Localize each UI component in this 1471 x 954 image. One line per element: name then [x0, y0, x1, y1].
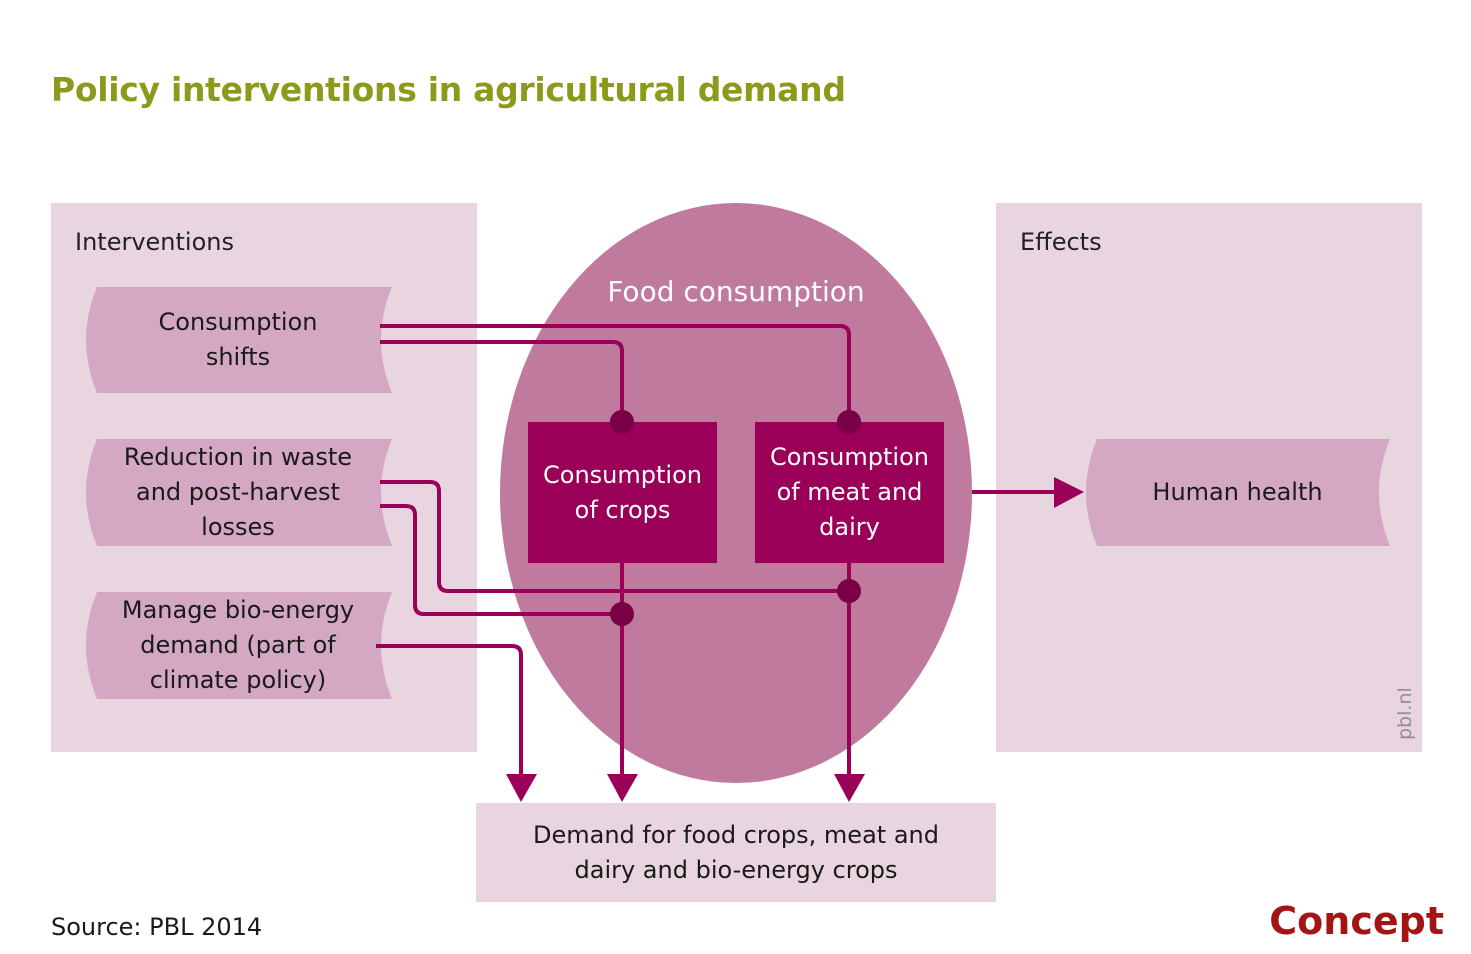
food-consumption-ellipse [500, 203, 972, 783]
line-waste-lower [380, 504, 622, 616]
concept-label: Concept [1269, 899, 1444, 943]
source-note: Source: PBL 2014 [51, 913, 263, 941]
arrowhead-meat [834, 774, 865, 802]
arrowhead-bioenergy [506, 774, 537, 802]
effects-label: Effects [1020, 228, 1102, 256]
effect-human-health: Human health [1152, 478, 1323, 506]
junction-crops-bottom [610, 602, 634, 626]
line-shifts-to-meat [380, 324, 851, 422]
banner-human-health [1086, 439, 1390, 546]
banner-reduction-waste [86, 439, 392, 546]
intervention-reduction-waste: Reduction in waste and post-harvest loss… [123, 443, 353, 541]
junction-meat-bottom [837, 579, 861, 603]
interventions-label: Interventions [75, 228, 234, 256]
line-bioenergy-to-demand [376, 644, 523, 776]
consumption-of-crops-box: Consumption of crops [528, 422, 717, 563]
banner-bio-energy [86, 592, 392, 699]
banner-consumption-shifts [86, 287, 392, 393]
intervention-bio-energy: Manage bio-energy demand (part of climat… [121, 596, 355, 694]
line-waste-upper [380, 480, 849, 593]
page-title: Policy interventions in agricultural dem… [51, 70, 846, 109]
consumption-of-meat-box: Consumption of meat and dairy [755, 422, 944, 563]
intervention-consumption-shifts: Consumption shifts [158, 308, 318, 371]
arrowhead-health [1054, 477, 1084, 508]
watermark-pbl: pbl.nl [1394, 687, 1416, 740]
arrowhead-crops [607, 774, 638, 802]
line-shifts-to-crops [380, 340, 624, 422]
demand-box: Demand for food crops, meat and dairy an… [476, 803, 996, 902]
food-consumption-label: Food consumption [607, 275, 865, 308]
